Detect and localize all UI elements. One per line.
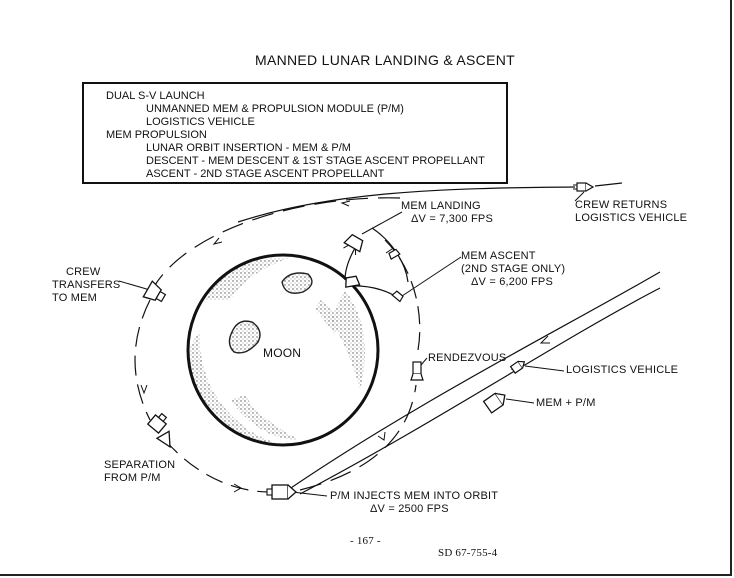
info-line-unmanned-mem: UNMANNED MEM & PROPULSION MODULE (P/M) [146, 103, 404, 115]
mem-surface-icon [345, 275, 361, 288]
mem-ascent-dv-label: ΔV = 6,200 FPS [471, 276, 553, 288]
page-number: - 167 - [350, 535, 381, 547]
crew-transfer-spacecraft-icon [142, 280, 167, 303]
mission-info-box [82, 82, 508, 184]
label-leaders [118, 191, 585, 497]
injection-spacecraft-icon [266, 484, 297, 500]
orbit-direction-arrows [140, 237, 386, 493]
crew-returns-label-line1: CREW RETURNS [575, 199, 668, 211]
separation-label-line2: FROM P/M [104, 472, 161, 484]
info-line-orbit-insertion: LUNAR ORBIT INSERTION - MEM & P/M [146, 142, 351, 154]
mem-landing-label: MEM LANDING [401, 200, 481, 212]
descent-stage-icon [388, 248, 401, 260]
separation-pm-icon [146, 412, 168, 435]
info-line-logistics-vehicle: LOGISTICS VEHICLE [146, 116, 255, 128]
crew-transfers-label-line3: TO MEM [52, 292, 97, 304]
moon-label: MOON [263, 346, 302, 360]
document-id: SD 67-755-4 [438, 547, 498, 559]
info-line-descent: DESCENT - MEM DESCENT & 1ST STAGE ASCENT… [146, 155, 485, 167]
logistics-vehicle-label: LOGISTICS VEHICLE [566, 364, 679, 376]
mem-ascent-stage-label: (2ND STAGE ONLY) [461, 263, 566, 275]
pm-injects-dv-label: ΔV = 2500 FPS [370, 503, 449, 515]
returning-vehicle-icon [573, 182, 595, 192]
separation-label-line1: SEPARATION [104, 459, 176, 471]
rendezvous-spacecraft-icon [410, 361, 424, 381]
info-line-dual-launch: DUAL S-V LAUNCH [106, 90, 205, 102]
pm-injects-label: P/M INJECTS MEM INTO ORBIT [330, 490, 499, 502]
moon-body [186, 253, 380, 447]
return-trajectory [237, 182, 623, 223]
mem-landing-icon [343, 233, 364, 256]
mem-ascent-stage-icon [391, 290, 404, 303]
mem-ascent-label: MEM ASCENT [461, 250, 536, 262]
rendezvous-label: RENDEZVOUS [428, 352, 507, 364]
crew-returns-label-line2: LOGISTICS VEHICLE [575, 212, 688, 224]
mem-landing-dv-label: ΔV = 7,300 FPS [411, 213, 493, 225]
moon-crater-upper [281, 272, 313, 294]
crew-transfers-label-line1: CREW [66, 266, 101, 278]
mem-pm-approach-icon [482, 392, 506, 414]
separation-mem-icon [155, 430, 171, 449]
logistics-vehicle-icon [509, 360, 526, 374]
diagram-title: MANNED LUNAR LANDING & ASCENT [255, 52, 515, 68]
mem-pm-label: MEM + P/M [536, 397, 596, 409]
info-line-ascent: ASCENT - 2ND STAGE ASCENT PROPELLANT [146, 168, 385, 180]
moon-crater-left [228, 320, 261, 354]
crew-transfers-label-line2: TRANSFERS [52, 279, 121, 291]
info-line-mem-propulsion: MEM PROPULSION [106, 129, 207, 141]
